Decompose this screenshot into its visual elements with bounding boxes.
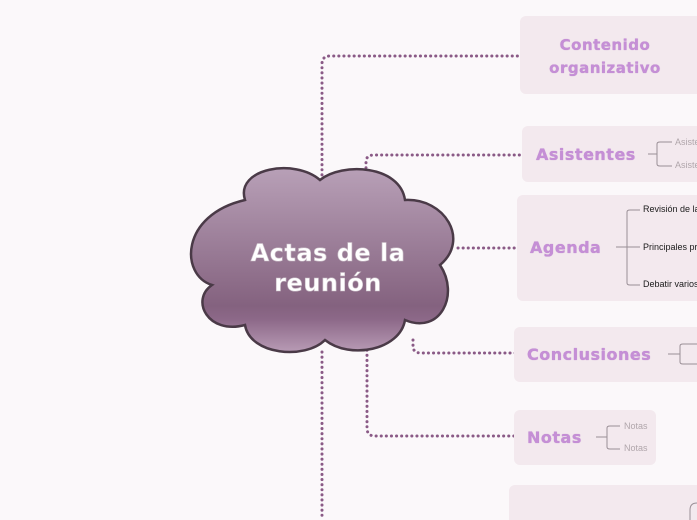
- notas-item-1[interactable]: Notas: [624, 421, 648, 431]
- branch-title-contenido[interactable]: Contenido organizativo: [540, 34, 670, 80]
- agenda-item-2[interactable]: Principales pr: [643, 242, 697, 252]
- notas-item-2[interactable]: Notas: [624, 443, 648, 453]
- node-conclusiones: [514, 327, 697, 382]
- asistentes-item-1[interactable]: Asiste: [675, 137, 697, 147]
- node-notas: [514, 410, 656, 465]
- central-topic-line1: Actas de la: [250, 239, 406, 268]
- central-cloud: [189, 167, 455, 354]
- branch-title-asistentes[interactable]: Asistentes: [536, 145, 636, 164]
- connector-contenido: [320, 54, 527, 182]
- node-bottom: [509, 485, 697, 520]
- contenido-line2: organizativo: [549, 59, 661, 77]
- central-topic-line2: reunión: [274, 269, 382, 298]
- connector-conclusiones: [411, 338, 522, 355]
- node-asistentes: [522, 126, 697, 182]
- central-topic[interactable]: Actas de la reunión: [228, 238, 428, 298]
- agenda-item-1[interactable]: Revisión de la: [643, 204, 697, 214]
- node-contenido: [520, 16, 697, 94]
- asistentes-item-2[interactable]: Asiste: [675, 160, 697, 170]
- branch-title-agenda[interactable]: Agenda: [530, 238, 602, 257]
- connector-asistentes: [364, 153, 527, 180]
- branch-title-notas[interactable]: Notas: [527, 428, 582, 447]
- agenda-item-3[interactable]: Debatir varios: [643, 279, 697, 289]
- contenido-line1: Contenido: [559, 36, 651, 54]
- node-agenda: [517, 195, 697, 301]
- branch-title-conclusiones[interactable]: Conclusiones: [527, 345, 652, 364]
- connector-notas: [365, 338, 522, 438]
